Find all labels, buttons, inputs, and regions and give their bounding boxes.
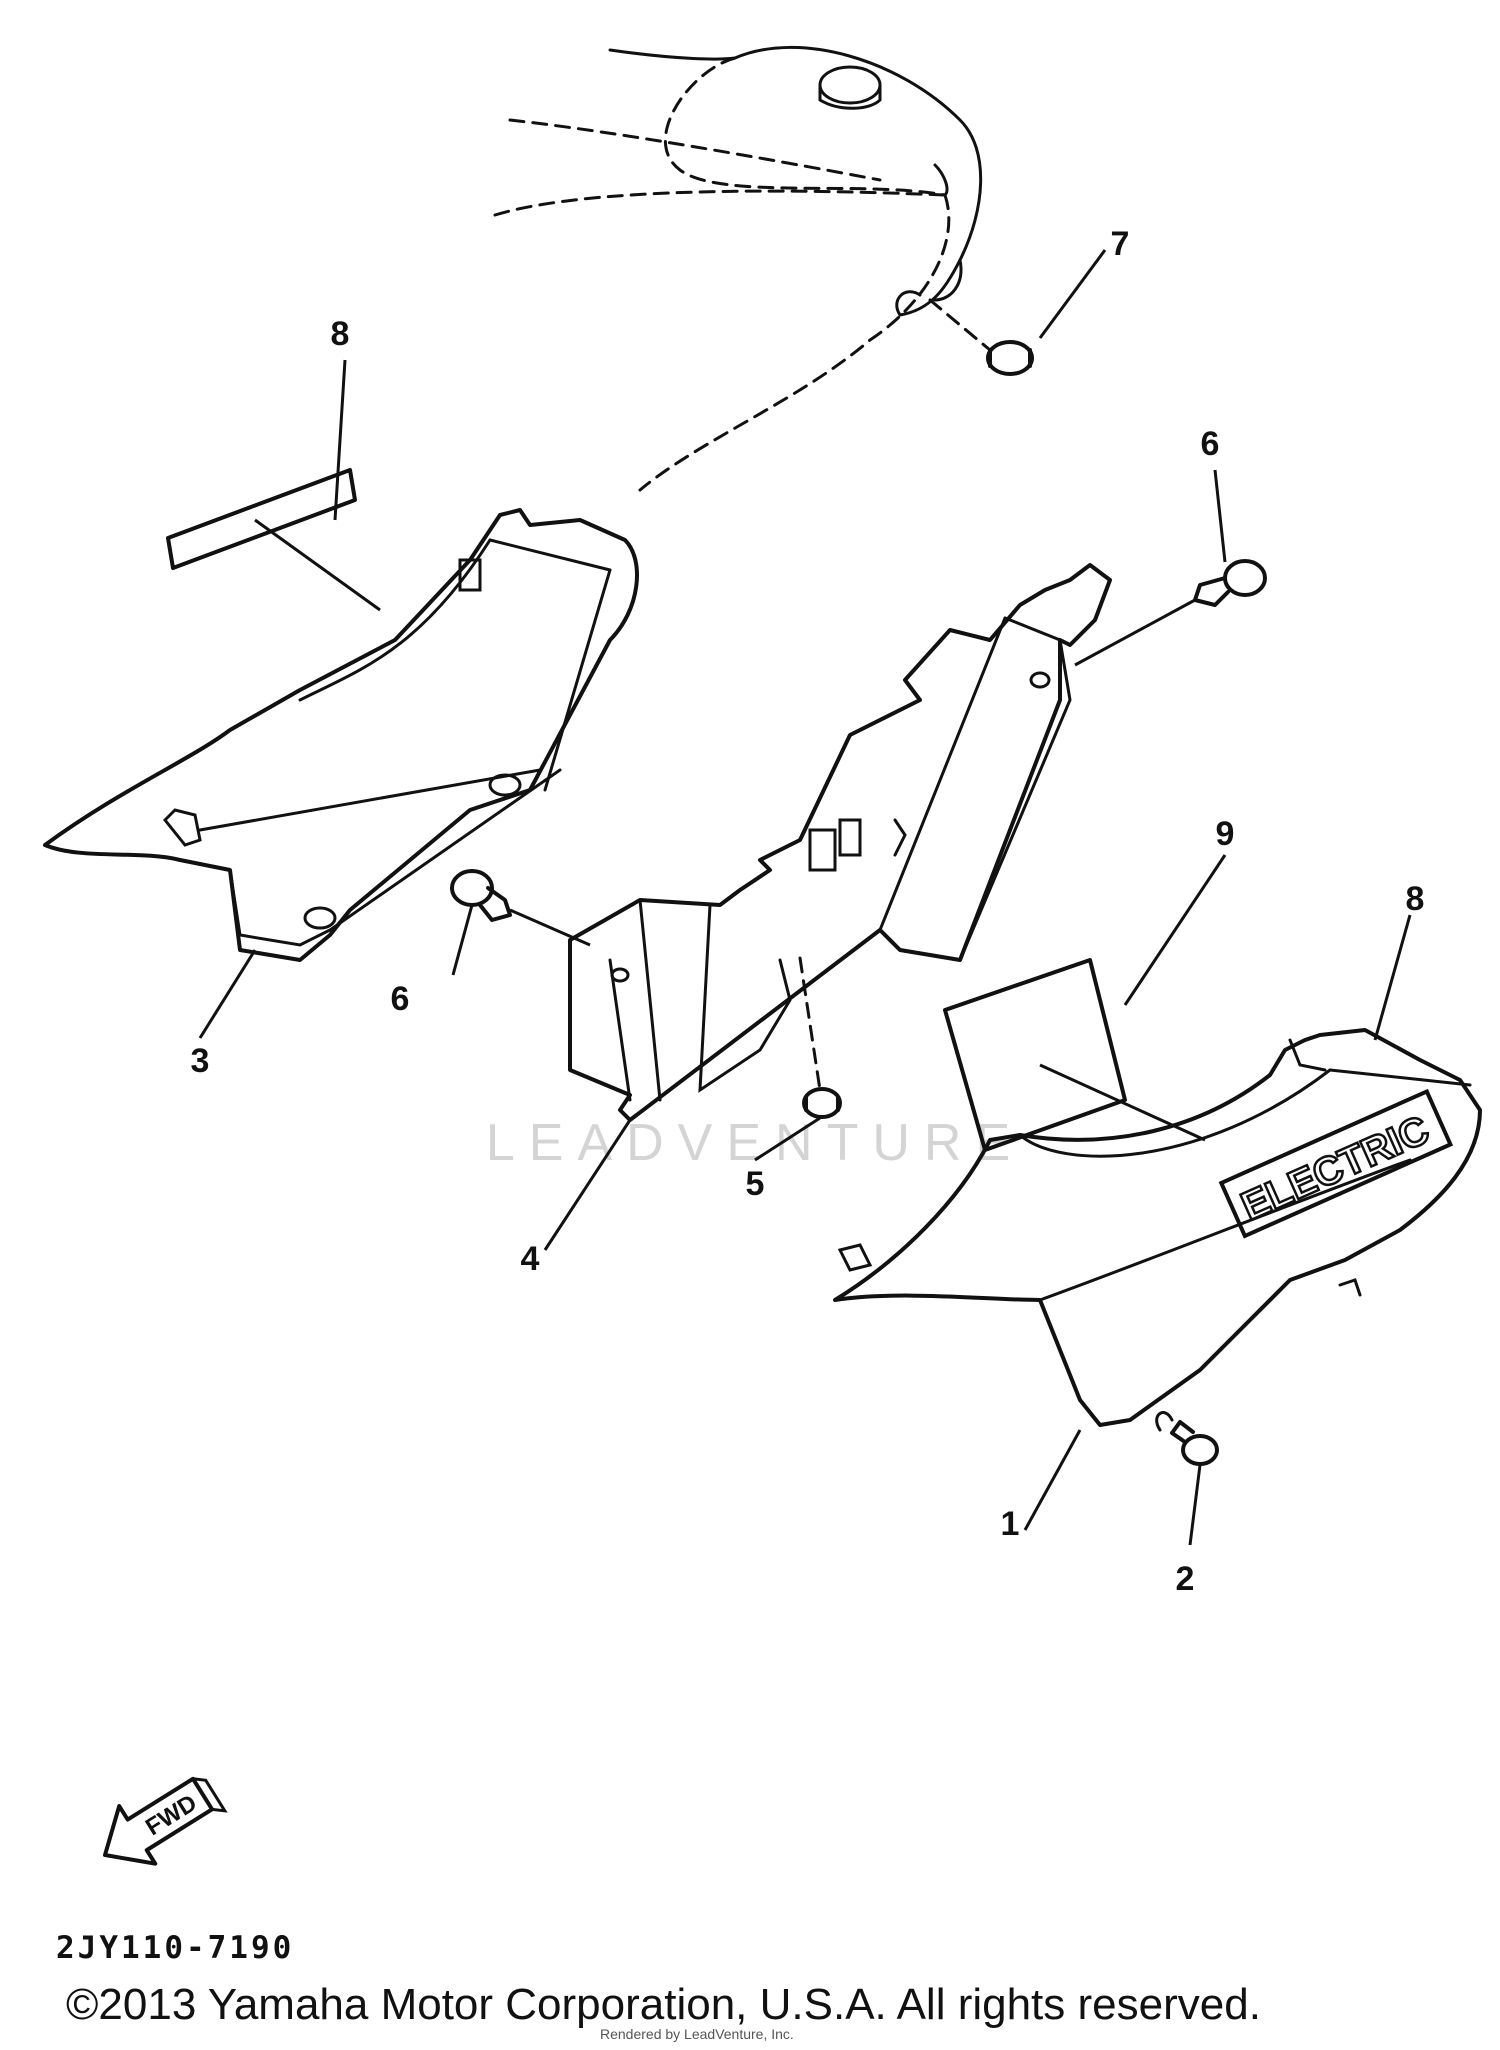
callouts: 1 2 3 4 5 6 6 7 8 8 9 [191,225,1425,1598]
diagram-code: 2JY110-7190 [56,1930,295,1966]
side-cover-right-part-1 [833,1028,1482,1427]
callout-6-lower: 6 [391,980,410,1018]
decal-part-9 [943,958,1206,1152]
callout-8-left: 8 [331,315,350,353]
callout-9: 9 [1216,815,1235,853]
electric-decal: ELECTRIC [1218,1088,1454,1239]
callout-8-right: 8 [1406,880,1425,918]
callout-2: 2 [1176,1560,1195,1598]
bracket-part-4 [568,563,1112,1122]
callout-7: 7 [1111,225,1130,263]
copyright-text: ©2013 Yamaha Motor Corporation, U.S.A. A… [66,1980,1261,2029]
bolt-part-6-upper [1074,559,1267,667]
credit-text: Rendered by LeadVenture, Inc. [600,2026,794,2042]
side-cover-left-part-3 [43,508,639,962]
callout-5: 5 [746,1165,765,1203]
screw-part-2 [1155,1411,1219,1466]
grommet-part-5 [798,956,842,1119]
emblem-part-8-left [166,468,381,612]
fuel-tank-outline [493,46,983,492]
callout-3: 3 [191,1042,210,1080]
callout-6-upper: 6 [1201,425,1220,463]
electric-decal-text: ELECTRIC [1235,1108,1436,1230]
callout-1: 1 [1001,1505,1020,1543]
callout-4: 4 [521,1240,540,1278]
leader-lines [198,249,1412,1546]
forward-arrow-icon: FWD [103,1776,228,1866]
watermark-text: LEADVENTURE [486,1114,1024,1172]
grommet-part-7 [928,298,1034,376]
